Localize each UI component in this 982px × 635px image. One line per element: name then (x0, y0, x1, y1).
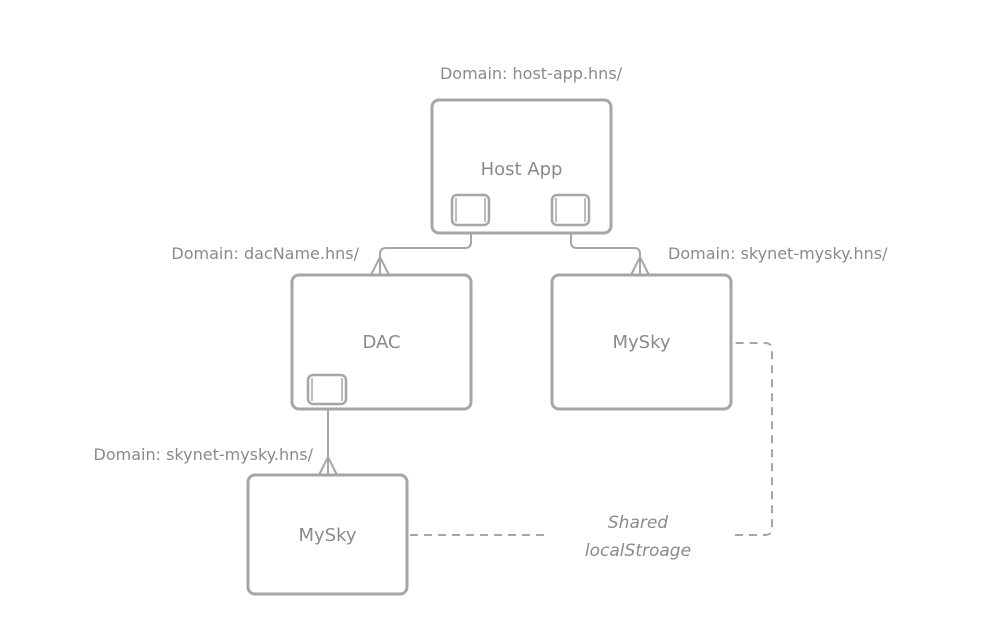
connector-host-to-mysky-right (570, 224, 641, 275)
node-host-app[interactable]: Host App (430, 98, 613, 235)
node-mysky-right-title: MySky (612, 332, 670, 353)
node-host-app-domain: Domain: host-app.hns/ (440, 64, 623, 83)
crow-foot-arrow-mysky-bottom (318, 454, 338, 476)
node-host-app-title: Host App (481, 159, 563, 180)
shared-storage-dashed-line-right (735, 342, 773, 536)
node-dac[interactable]: DAC (290, 273, 473, 411)
port-dac (306, 373, 348, 406)
node-mysky-bottom[interactable]: MySky (246, 473, 409, 596)
node-mysky-bottom-domain: Domain: skynet-mysky.hns/ (94, 445, 314, 464)
node-mysky-bottom-title: MySky (298, 525, 356, 546)
node-dac-title: DAC (362, 332, 400, 353)
node-mysky-right[interactable]: MySky (550, 273, 733, 411)
shared-storage-label-line2: localStroage (585, 541, 691, 561)
connector-host-to-dac (379, 224, 472, 275)
node-dac-domain: Domain: dacName.hns/ (171, 244, 359, 263)
crow-foot-arrow-mysky-right (630, 254, 650, 276)
port-right (550, 193, 591, 227)
node-mysky-right-domain: Domain: skynet-mysky.hns/ (668, 244, 888, 263)
crow-foot-arrow-dac (370, 254, 390, 276)
port-left (450, 193, 491, 227)
shared-storage-label-line1: Shared (608, 513, 668, 533)
